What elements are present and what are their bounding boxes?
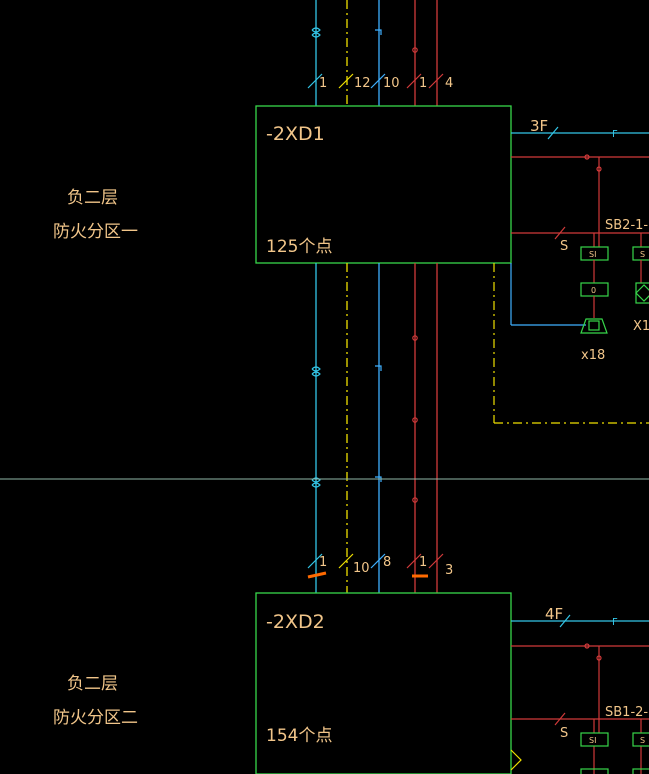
count-label: 10 [353, 561, 370, 576]
x-device-icon [635, 282, 649, 304]
speaker-icon [580, 318, 608, 334]
module-s-2: S [632, 732, 649, 747]
panel-points-2: 154个点 [266, 726, 332, 746]
svg-text:S: S [640, 250, 645, 259]
floor-tag-1: 3F [530, 117, 548, 135]
module-s-1: S [632, 246, 649, 261]
bus-lines-top [315, 0, 438, 106]
count-label: 1 [319, 555, 327, 570]
bus-marks-top [311, 27, 418, 53]
module-si-2: SI [580, 732, 609, 747]
panel-id-1: -2XD1 [266, 123, 325, 145]
count-label: 8 [383, 555, 391, 570]
count-label: 10 [383, 76, 400, 91]
speaker-count: x18 [581, 348, 605, 363]
zone-label-area-2: 防火分区二 [53, 708, 138, 728]
count-label: 1 [419, 76, 427, 91]
count-labels-top: 1 12 10 1 4 [319, 76, 453, 91]
wire-tag-s-2: S [560, 726, 568, 741]
panel-box-1 [255, 105, 512, 264]
device-label-1: SB2-1- [605, 218, 648, 233]
svg-text:SI: SI [589, 250, 596, 259]
count-labels-bottom: 1 10 8 1 3 [319, 555, 453, 578]
count-label: 4 [445, 76, 453, 91]
count-label: 1 [419, 555, 427, 570]
count-ticks-bottom [307, 553, 444, 569]
wire-tag-f-1: F [612, 129, 618, 140]
module-zero-1: 0 [580, 282, 609, 297]
floor-tag-2: 4F [545, 605, 563, 623]
count-label: 1 [319, 76, 327, 91]
x-label: X1 [633, 319, 649, 334]
svg-text:SI: SI [589, 736, 596, 745]
zone-label-floor-2: 负二层 [67, 674, 118, 694]
bus-lines-middle [315, 263, 438, 593]
panel-box-2 [255, 592, 512, 774]
count-ticks-top [307, 73, 444, 89]
count-label: 3 [445, 563, 453, 578]
wire-tag-s-1: S [560, 239, 568, 254]
yellow-diamond-2 [510, 749, 522, 771]
wire-tag-f-2: F [612, 617, 618, 628]
zone-label-floor-1: 负二层 [67, 188, 118, 208]
right-wiring-2 [511, 614, 649, 774]
right-wiring-1 [493, 126, 649, 424]
count-label: 12 [354, 76, 371, 91]
bus-marks-middle [311, 335, 418, 503]
panel-points-1: 125个点 [266, 237, 332, 257]
svg-text:S: S [640, 736, 645, 745]
module-partial-2 [580, 768, 649, 774]
device-label-2: SB1-2- [605, 705, 648, 720]
orange-markers [307, 571, 428, 579]
svg-text:0: 0 [591, 286, 596, 295]
zone-label-area-1: 防火分区一 [53, 222, 138, 242]
module-si-1: SI [580, 246, 609, 261]
panel-id-2: -2XD2 [266, 611, 325, 633]
